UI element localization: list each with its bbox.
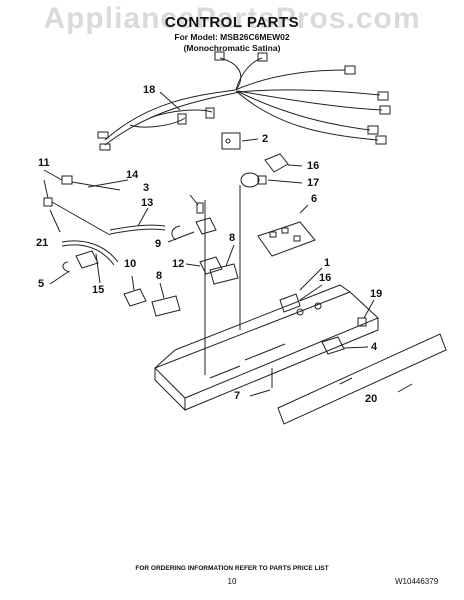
- control-housing: [154, 185, 379, 412]
- callout-11: 11: [38, 157, 50, 169]
- callout-3: 3: [143, 182, 150, 194]
- callout-16-lower: 16: [319, 272, 332, 284]
- model-subtitle: For Model: MSB26C6MEW02: [174, 32, 290, 42]
- callout-5: 5: [38, 278, 45, 290]
- tube-13: [109, 207, 166, 235]
- callout-7: 7: [234, 390, 241, 402]
- callout-9: 9: [155, 238, 162, 250]
- callout-17: 17: [307, 177, 320, 189]
- page-title: CONTROL PARTS: [164, 14, 300, 31]
- tube-15: [61, 240, 119, 284]
- label-8-parts: [151, 244, 239, 317]
- switch-12: [185, 256, 223, 275]
- callout-14: 14: [126, 169, 139, 181]
- watermark: AppliancePartsPros.com: [43, 2, 421, 35]
- control-board: [257, 204, 316, 257]
- callout-13: 13: [141, 197, 154, 209]
- screw-7: [249, 368, 273, 397]
- callout-1: 1: [324, 257, 331, 269]
- callout-20: 20: [365, 393, 378, 405]
- sensor-assemblies: [43, 169, 129, 236]
- callout-21: 21: [36, 237, 49, 249]
- page-number: 10: [227, 577, 237, 586]
- cover-plate: [221, 132, 259, 150]
- callout-2: 2: [262, 133, 269, 145]
- switch-10: [123, 275, 147, 307]
- lamp-socket-and-bulb: [240, 153, 303, 188]
- callout-15: 15: [92, 284, 105, 296]
- wire-harness: [97, 51, 391, 151]
- switch-5: [49, 250, 99, 285]
- callout-12: 12: [172, 258, 185, 270]
- callout-16-upper: 16: [307, 160, 320, 172]
- switch-4: [321, 336, 369, 355]
- callout-6: 6: [311, 193, 318, 205]
- callout-19: 19: [370, 288, 383, 300]
- screw-19: [357, 299, 375, 327]
- callout-10: 10: [124, 258, 137, 270]
- trim-strip: [277, 333, 447, 425]
- switch-9-and-screw-3: [167, 194, 217, 243]
- callout-8-upper: 8: [229, 232, 236, 244]
- document-id: W10446379: [395, 577, 439, 586]
- callout-18: 18: [143, 84, 156, 96]
- callout-8-lower: 8: [156, 270, 163, 282]
- callout-4: 4: [371, 341, 378, 353]
- variant-subtitle: (Monochromatic Satina): [183, 43, 281, 53]
- ordering-note: FOR ORDERING INFORMATION REFER TO PARTS …: [135, 565, 329, 572]
